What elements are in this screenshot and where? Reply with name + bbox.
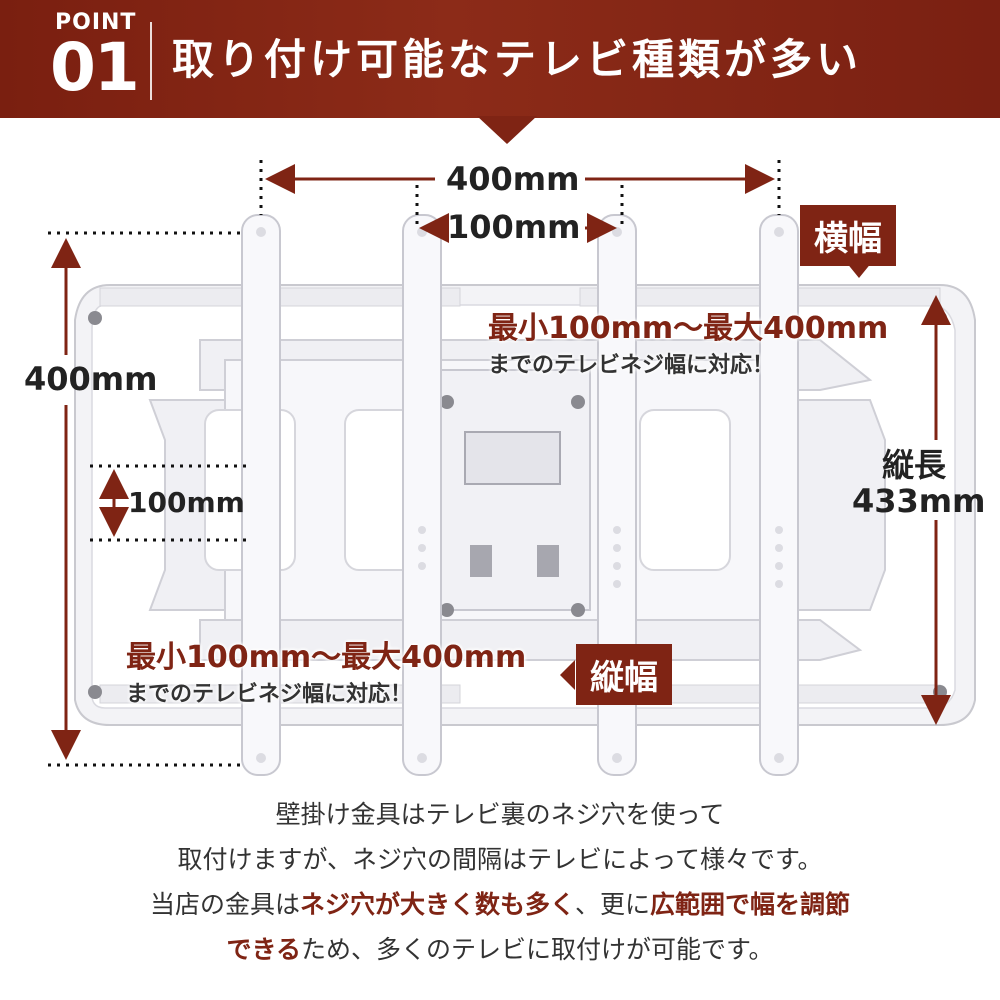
note-horizontal-support: までのテレビネジ幅に対応！ (488, 353, 775, 378)
vertical-bars (241, 214, 799, 776)
banner-pointer (477, 116, 537, 144)
description-line-4: できるため、多くのテレビに取付けが可能です。 (0, 927, 1000, 972)
description: 壁掛け金具はテレビ裏のネジ穴を使って 取付けますが、ネジ穴の間隔はテレビによって… (0, 792, 1000, 972)
desc-highlight-4a: できる (226, 935, 301, 964)
point-number: 01 (50, 29, 140, 106)
tag-pointers (560, 262, 872, 690)
header-banner: POINT 01 取り付け可能なテレビ種類が多い (0, 0, 1000, 118)
tag-vertical-width: 縦幅 (576, 644, 672, 705)
header-divider (150, 22, 152, 100)
description-line-2: 取付けますが、ネジ穴の間隔はテレビによって様々です。 (177, 845, 823, 874)
label-height-400: 400mm (24, 360, 158, 398)
dimension-arrows (51, 164, 951, 760)
label-width-100: 100mm (447, 208, 581, 246)
desc-highlight-3b: ネジ穴が大きく数も多く (299, 890, 575, 919)
label-height-100: 100mm (128, 486, 245, 519)
tv-plate (204, 359, 796, 621)
note-vertical-range: 最小100mm〜最大400mm (126, 640, 527, 675)
point-label: POINT (55, 10, 137, 35)
description-line-1: 壁掛け金具はテレビ裏のネジ穴を使って (275, 800, 725, 829)
label-vertical-length-value: 433mm (852, 482, 986, 520)
desc-text-3c: 、更に (575, 890, 651, 919)
note-horizontal: 最小100mm〜最大400mm までのテレビネジ幅に対応！ (488, 303, 888, 379)
desc-highlight-3d: 広範囲で幅を調節 (650, 890, 851, 919)
note-vertical: 最小100mm〜最大400mm までのテレビネジ幅に対応！ (126, 632, 526, 708)
dimension-guides (48, 160, 781, 767)
label-vertical-length: 縦長 (882, 446, 947, 484)
desc-text-4b: ため、多くのテレビに取付けが可能です。 (301, 935, 774, 964)
desc-text-3a: 当店の金具は (149, 890, 300, 919)
wall-mount-illustration (48, 160, 976, 776)
note-vertical-support: までのテレビネジ幅に対応！ (126, 682, 413, 707)
tag-horizontal-width: 横幅 (800, 205, 896, 266)
page-title: 取り付け可能なテレビ種類が多い (172, 35, 863, 84)
description-line-3: 当店の金具はネジ穴が大きく数も多く、更に広範囲で幅を調節 (0, 882, 1000, 927)
label-width-400: 400mm (446, 160, 580, 198)
note-horizontal-range: 最小100mm〜最大400mm (488, 311, 889, 346)
